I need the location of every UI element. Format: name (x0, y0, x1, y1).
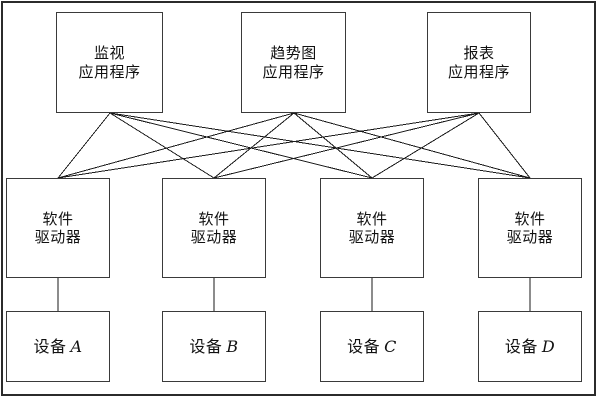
application-label-line2: 应用程序 (78, 62, 141, 81)
application-label-line2: 应用程序 (447, 62, 510, 81)
driver-label-line1: 软件 (356, 209, 388, 228)
application-label-line1: 监视 (93, 44, 125, 63)
application-label-line1: 趋势图 (270, 44, 317, 63)
device-letter: C (384, 336, 397, 356)
driver-box-driver-c[interactable]: 软件驱动器 (320, 178, 424, 278)
device-letter: A (70, 336, 83, 356)
driver-label-line2: 驱动器 (506, 228, 554, 246)
device-name: 设备 (504, 336, 538, 356)
device-name: 设备 (347, 336, 381, 356)
driver-label-line1: 软件 (42, 209, 74, 228)
driver-label-line1: 软件 (514, 209, 546, 228)
driver-label-line2: 驱动器 (190, 228, 238, 246)
driver-label-line2: 驱动器 (348, 228, 396, 246)
application-label-line2: 应用程序 (262, 62, 325, 81)
application-box-app-report[interactable]: 报表应用程序 (427, 12, 531, 113)
device-name: 设备 (33, 336, 67, 356)
driver-box-driver-d[interactable]: 软件驱动器 (478, 178, 582, 278)
application-box-app-trend[interactable]: 趋势图应用程序 (241, 12, 346, 113)
driver-box-driver-a[interactable]: 软件驱动器 (6, 178, 110, 278)
device-name: 设备 (189, 336, 223, 356)
device-letter: B (226, 336, 239, 356)
driver-label-line2: 驱动器 (34, 228, 82, 246)
driver-label-line1: 软件 (198, 209, 230, 228)
application-label-line1: 报表 (463, 44, 495, 63)
device-letter: D (541, 336, 556, 356)
driver-box-driver-b[interactable]: 软件驱动器 (162, 178, 266, 278)
application-box-app-monitor[interactable]: 监视应用程序 (56, 12, 163, 113)
